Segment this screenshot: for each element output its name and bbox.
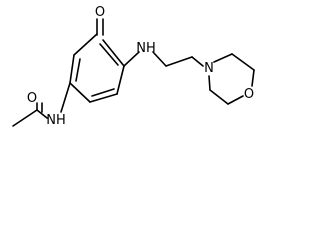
- bond-ring-c5-c6: [116, 65, 125, 95]
- bond-carbonyl-methyl: [12, 109, 38, 127]
- bond-nh-carbonyl: [36, 109, 48, 119]
- bond-ring-c4-c5: [89, 93, 118, 103]
- bond-c3-nh: [60, 82, 71, 113]
- morpholine-ring: N O: [204, 53, 255, 105]
- structure-diagram: O NH N O NH O: [12, 5, 255, 128]
- amide-oxygen-label: O: [27, 91, 37, 106]
- bond-ring-c2-c3: [69, 54, 75, 84]
- bond-morph-c3-c4: [209, 89, 229, 105]
- tropone-ring: [69, 33, 125, 103]
- bond-ring-c6-c7: [102, 39, 125, 67]
- morpholine-n-label: N: [204, 61, 214, 76]
- bond-morph-n-c1: [213, 53, 233, 63]
- bond-ch2-n: [191, 56, 204, 67]
- bond-morph-c1-c2: [231, 53, 255, 71]
- ketone-group: O: [95, 5, 105, 36]
- acetamide-group: NH O: [12, 82, 71, 128]
- bond-morph-o-c3: [227, 95, 244, 105]
- amide-nh-label: NH: [46, 113, 66, 128]
- bond-ch2-ch2: [165, 56, 193, 67]
- bond-morph-c4-n: [208, 75, 211, 91]
- bond-nh-ch2: [152, 51, 167, 67]
- side-chain: NH: [123, 41, 204, 67]
- morpholine-o-label: O: [244, 87, 254, 102]
- bond-ring-c6-c7-double: [99, 43, 119, 66]
- bond-ring-c1-c2: [73, 33, 98, 56]
- bond-ring-c2-c3-double: [75, 58, 81, 82]
- bond-c6-nh: [123, 51, 140, 67]
- bond-ring-c3-c4: [69, 82, 91, 103]
- amine-nh-label: NH: [136, 41, 156, 56]
- ketone-oxygen-label: O: [95, 5, 105, 20]
- bond-ring-c4-c5-double: [91, 88, 115, 97]
- bond-morph-c2-o: [251, 69, 255, 87]
